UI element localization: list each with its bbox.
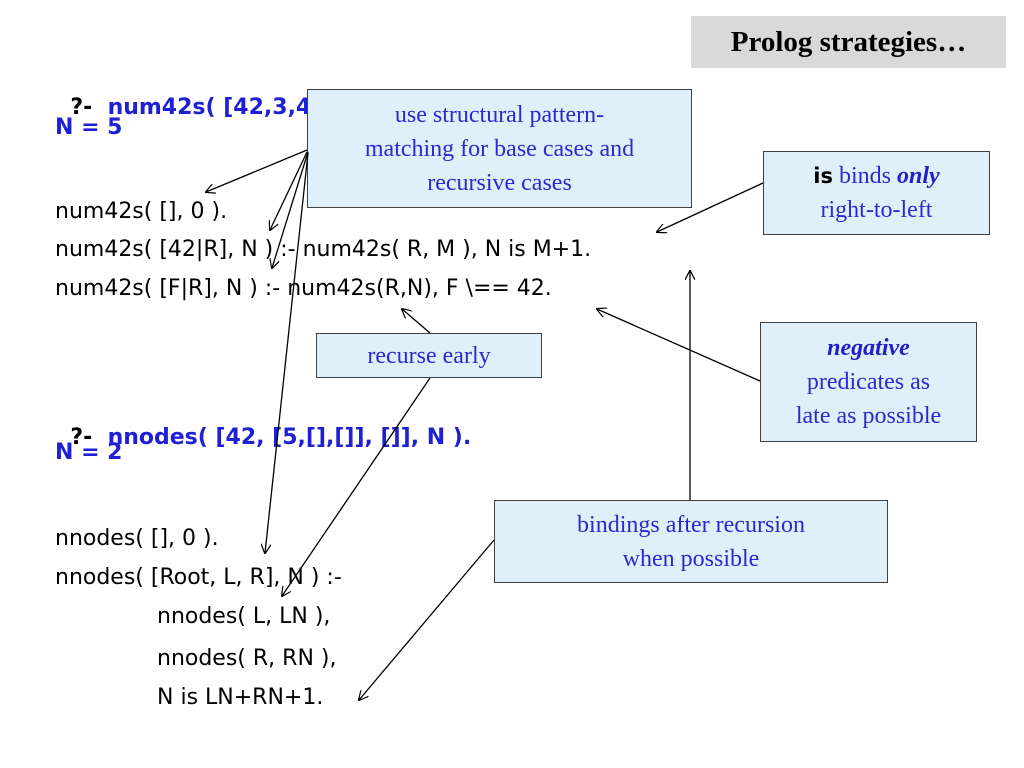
arrow-pattern-to-nnodes bbox=[265, 152, 309, 553]
note-pattern-line-3: recursive cases bbox=[427, 169, 572, 196]
note-is-keyword: is bbox=[813, 164, 833, 188]
note-recurse-early: recurse early bbox=[316, 333, 542, 378]
num42s-clause-other: num42s( [F|R], N ) :- num42s(R,N), F \==… bbox=[55, 276, 552, 301]
query-2-prompt: ?- bbox=[70, 425, 93, 450]
arrow-pattern-to-42 bbox=[270, 151, 308, 230]
note-negative-line-2: predicates as bbox=[806, 369, 931, 395]
slide-title: Prolog strategies… bbox=[691, 16, 1006, 68]
note-negative-late: negative predicates as late as possible bbox=[760, 322, 977, 442]
num42s-clause-42: num42s( [42|R], N ) :- num42s( R, M ), N… bbox=[55, 237, 592, 262]
num42s-clause-base: num42s( [], 0 ). bbox=[55, 199, 228, 224]
note-pattern-line-1: use structural pattern- bbox=[394, 101, 605, 128]
nnodes-clause-body-right: nnodes( R, RN ), bbox=[157, 646, 337, 671]
arrow-recurse-to-num42s bbox=[402, 309, 431, 334]
query-1-prompt: ?- bbox=[70, 95, 93, 120]
note-bindings-line-2: when possible bbox=[622, 545, 760, 572]
query-2-text: nnodes( [42, [5,[],[]], []], N ). bbox=[107, 425, 472, 450]
nnodes-clause-body-sum: N is LN+RN+1. bbox=[157, 685, 324, 710]
nnodes-clause-head: nnodes( [Root, L, R], N ) :- bbox=[55, 565, 342, 590]
note-negative-emph: negative bbox=[827, 335, 910, 361]
nnodes-clause-base: nnodes( [], 0 ). bbox=[55, 526, 219, 551]
note-negative-line-3: late as possible bbox=[795, 403, 942, 429]
note-is-only: only bbox=[897, 163, 940, 189]
note-bindings-line-1: bindings after recursion bbox=[577, 511, 805, 538]
arrow-pattern-to-base bbox=[206, 149, 308, 192]
note-bindings-after: bindings after recursion when possible bbox=[494, 500, 888, 583]
note-is-binds-text: binds bbox=[839, 163, 892, 189]
note-is-line-2: right-to-left bbox=[820, 197, 933, 223]
note-is-line-1: is binds only bbox=[813, 159, 939, 193]
note-is-binds: is binds only right-to-left bbox=[763, 151, 990, 235]
arrow-bindings-to-sum bbox=[359, 539, 495, 700]
note-pattern-matching: use structural pattern- matching for bas… bbox=[307, 89, 692, 208]
query-1-result: N = 5 bbox=[55, 115, 123, 140]
nnodes-clause-body-left: nnodes( L, LN ), bbox=[157, 604, 331, 629]
query-2-result: N = 2 bbox=[55, 440, 123, 465]
note-pattern-line-2: matching for base cases and bbox=[364, 135, 635, 162]
arrow-negative bbox=[597, 309, 761, 382]
